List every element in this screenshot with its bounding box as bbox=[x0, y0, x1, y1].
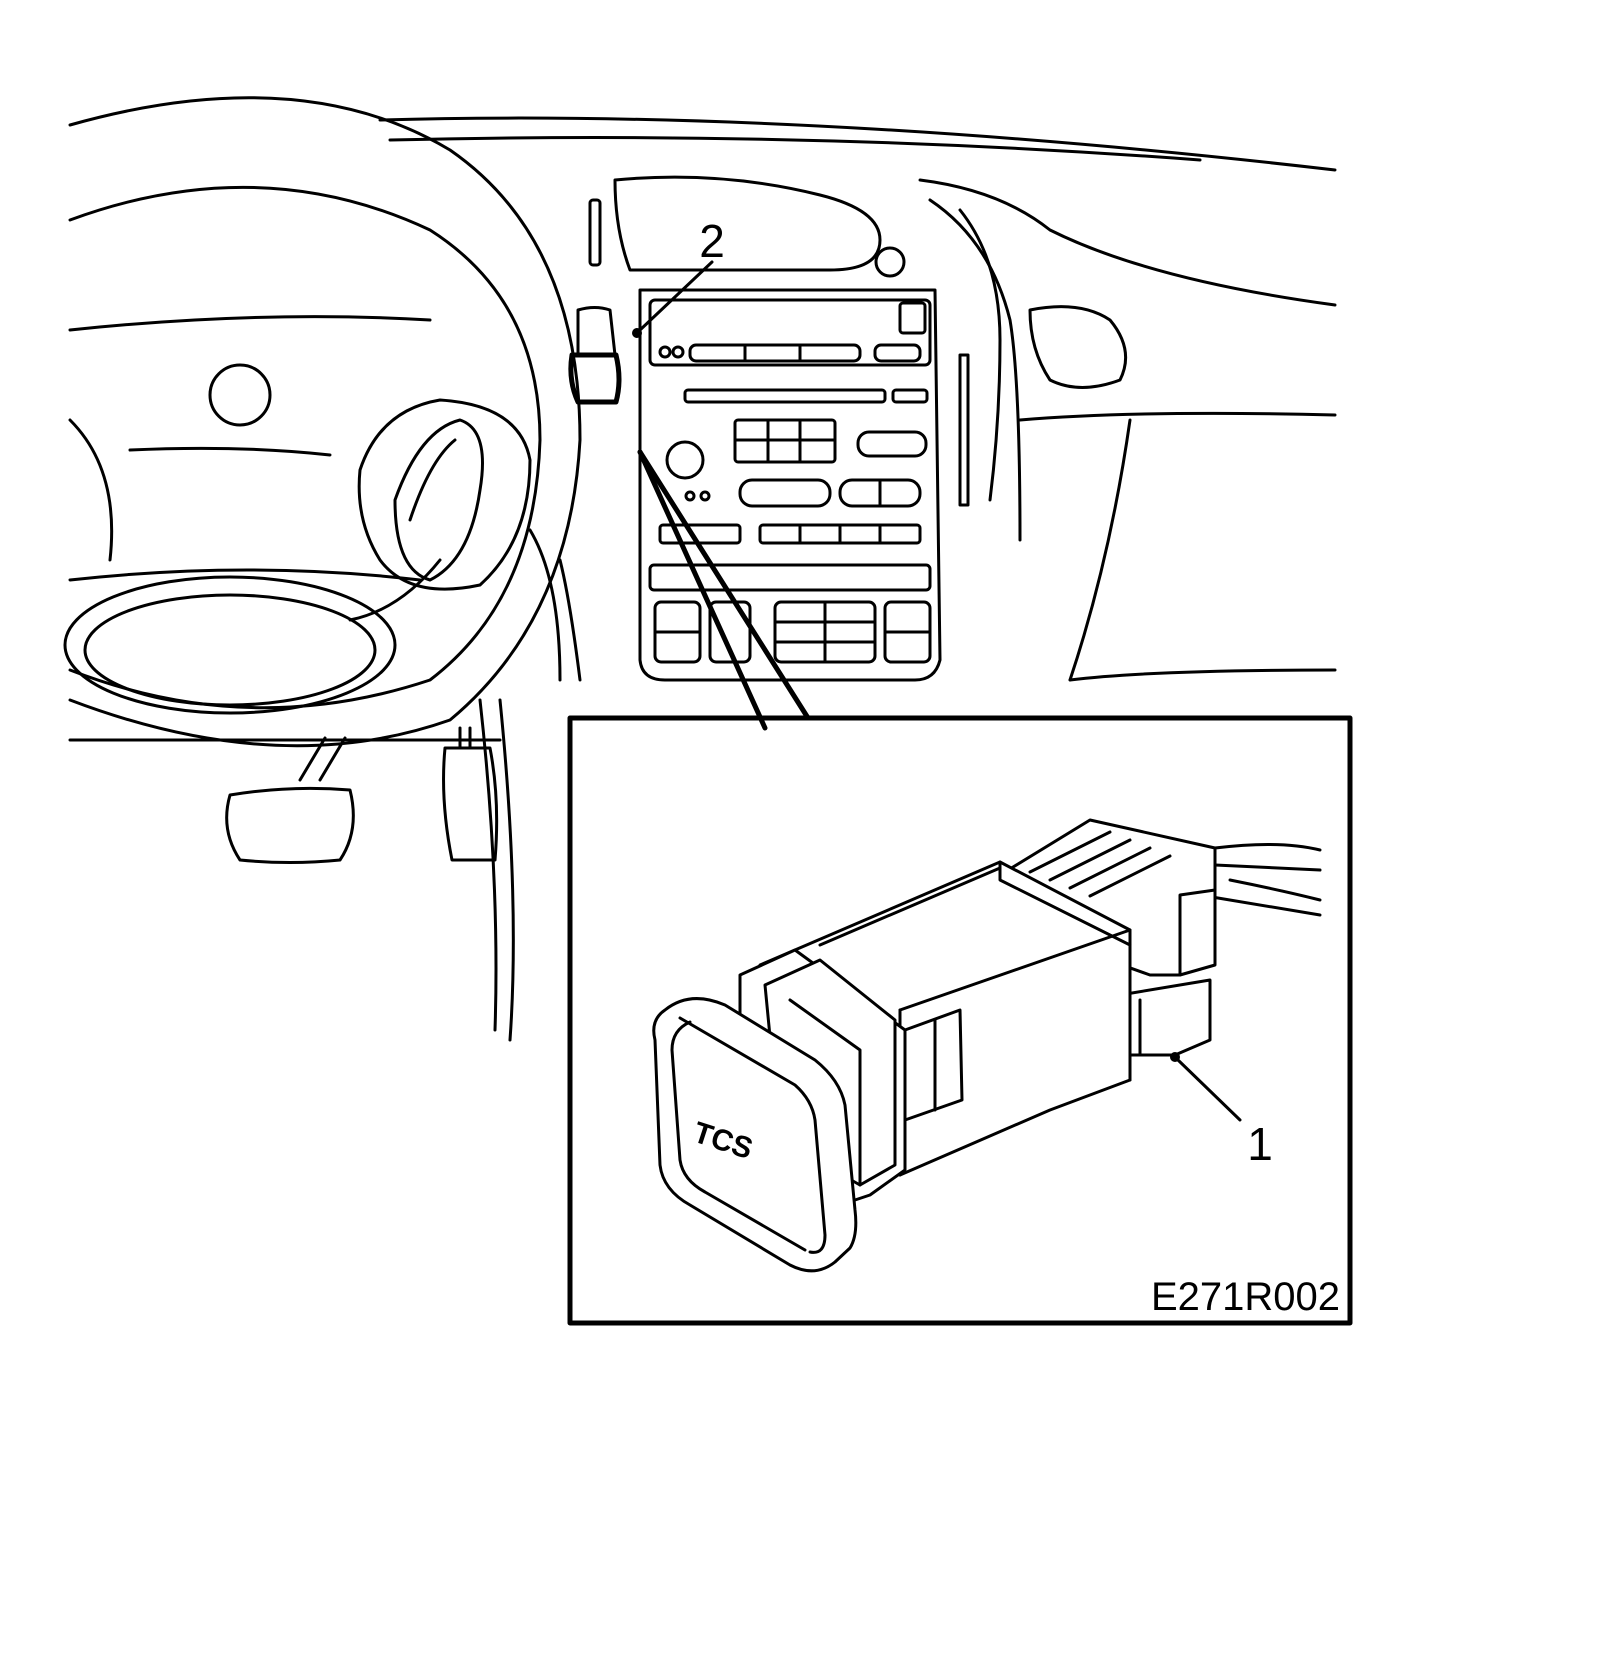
tcs-switch-location bbox=[568, 306, 622, 405]
zoom-line-right bbox=[637, 449, 811, 721]
inset-frame bbox=[567, 715, 1353, 1326]
callout-2-label: 2 bbox=[699, 215, 725, 267]
callout-2: 2 bbox=[632, 215, 725, 338]
callout-1-label: 1 bbox=[1247, 1118, 1273, 1170]
center-console bbox=[588, 175, 970, 682]
pedals bbox=[68, 698, 515, 1042]
steering-wheel bbox=[63, 96, 582, 748]
zoom-line-left bbox=[637, 449, 768, 731]
switch-detail-inset: TCS 1 E271R002 bbox=[567, 715, 1353, 1326]
dashboard-overview: 2 bbox=[63, 96, 1337, 1042]
callout-1: 1 bbox=[1170, 1052, 1273, 1170]
figure-code: E271R002 bbox=[1151, 1275, 1340, 1319]
instrument-cluster bbox=[348, 398, 532, 622]
